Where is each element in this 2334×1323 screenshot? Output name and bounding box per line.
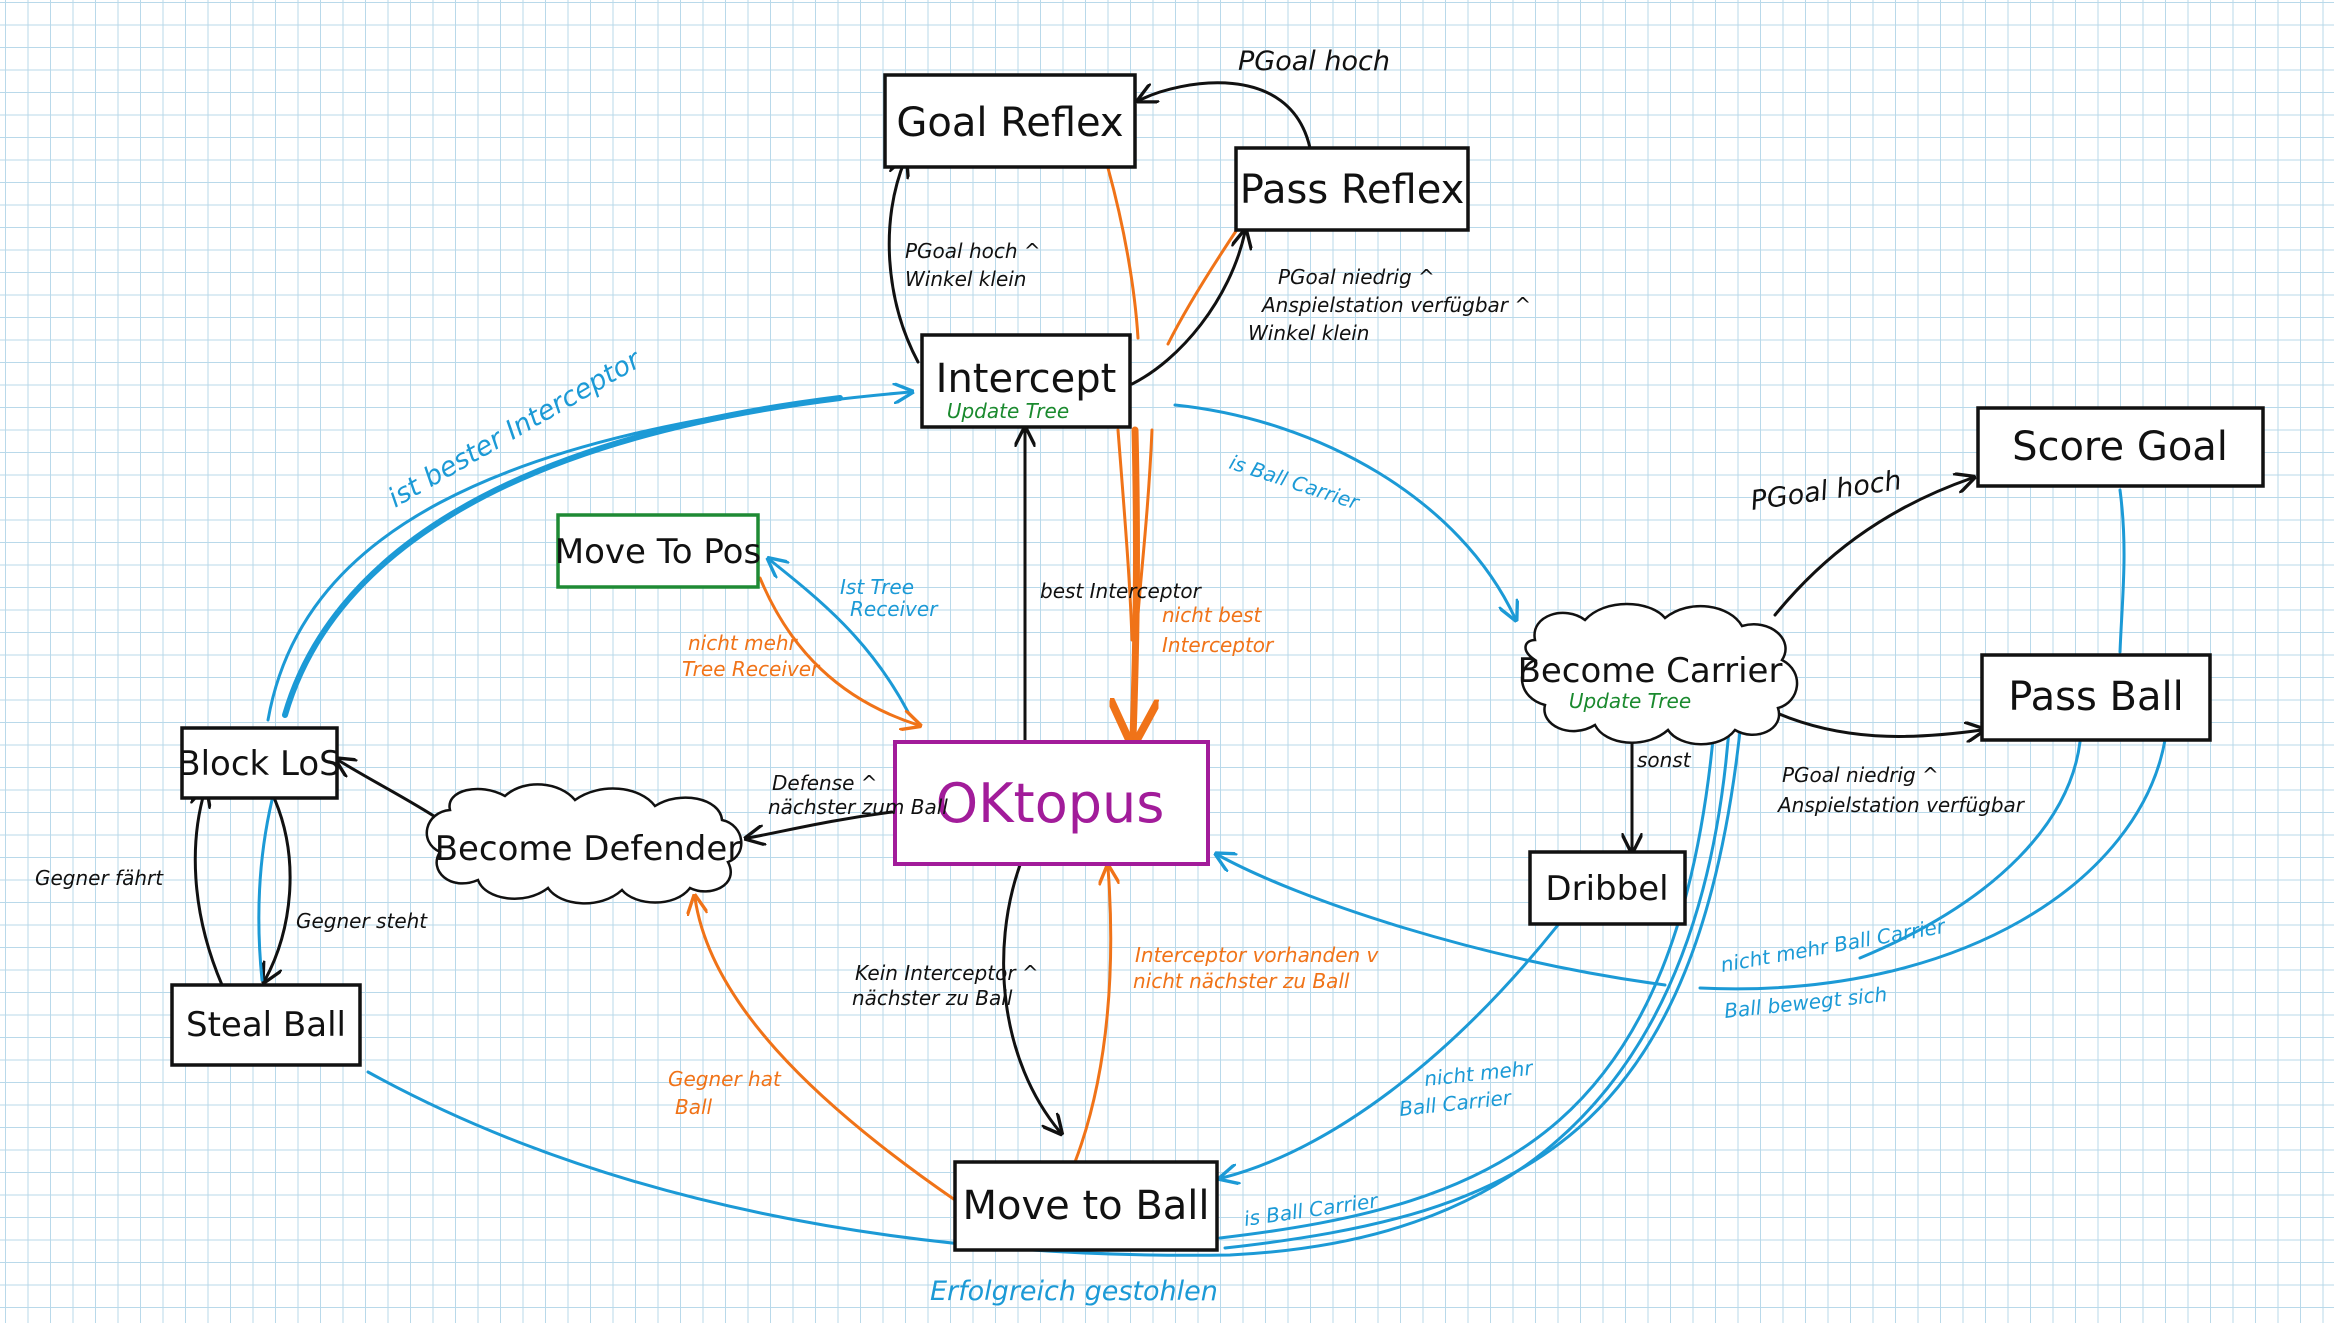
node-steal-ball-label: Steal Ball [186,1005,346,1045]
edge-intercept-passreflex [1130,232,1245,386]
label-p-goal-hoch-top: PGoal hoch [1238,46,1390,77]
label-gegner-steht: Gegner steht [296,909,428,933]
label-nicht-mehr-ball-carrier-right: nicht mehr Ball Carrier [1719,914,1949,977]
label-defense-1: Defense ^ [772,771,878,795]
edge-intercept-oktopus-thin2 [1134,428,1154,642]
label-best-interceptor: best Interceptor [1040,579,1203,603]
edge-intercept-oktopus [1133,426,1136,738]
node-goal-reflex-label: Goal Reflex [896,100,1123,146]
node-goal-reflex: Goal Reflex [883,73,1137,169]
node-score-goal: Score Goal [1976,406,2265,488]
edge-blocklos-stealball [265,798,292,980]
label-p-goal-niedrig-1: PGoal niedrig ^ [1278,265,1435,289]
edge-goalreflex-intercept-orange [1106,166,1140,340]
label-kein-interceptor-1: Kein Interceptor ^ [855,961,1039,985]
edge-intercept-goalreflex [887,160,920,364]
label-p-goal-niedrig-right-2: Anspielstation verfügbar [1776,793,2026,817]
node-pass-ball: Pass Ball [1980,653,2212,742]
node-become-defender-label: Become Defender [435,829,742,869]
label-p-goal-hoch-winkel-2: Winkel klein [905,267,1026,291]
node-pass-reflex: Pass Reflex [1234,146,1470,232]
edge-stealball-becomecarrier [366,715,1730,1257]
label-p-goal-hoch-winkel-1: PGoal hoch ^ [905,239,1041,263]
node-oktopus: OKtopus [893,740,1210,866]
label-gegner-hat-1: Gegner hat [668,1067,782,1091]
label-nicht-best-1: nicht best [1162,603,1263,627]
edge-passball-oktopus-2 [1858,740,2082,960]
label-is-ball-carrier-top: is Ball Carrier [1226,450,1363,515]
edge-stealball-blocklos [195,790,224,987]
edge-becomedefender-blocklos [338,760,442,822]
label-ist-tree-receiver-2: Receiver [850,597,939,621]
node-become-carrier: Become Carrier Update Tree [1518,602,1799,746]
node-score-goal-label: Score Goal [2012,424,2228,470]
edge-intercept-oktopus-thin1 [1116,428,1134,642]
node-become-defender: Become Defender [425,783,743,905]
edge-becomecarrier-passball [1768,708,1982,737]
label-nicht-mehr-ball-carrier-mid-2: Ball Carrier [1398,1085,1514,1121]
label-p-goal-niedrig-3: Winkel klein [1248,321,1369,345]
label-kein-interceptor-2: nächster zu Ball [852,986,1013,1010]
node-pass-reflex-label: Pass Reflex [1240,167,1465,213]
edge-oktopus-movetoball [1002,863,1060,1132]
edge-dribbel-movetoball [1222,923,1560,1178]
label-nicht-best-2: Interceptor [1162,633,1275,657]
edge-movetopos-oktopus [758,576,918,725]
node-dribbel-label: Dribbel [1545,869,1668,909]
edge-becomecarrier-scoregoal [1773,478,1972,617]
edge-scoregoal-passball [2118,488,2126,654]
node-move-to-pos-label: Move To Pos [555,532,761,572]
node-become-carrier-label: Become Carrier [1518,651,1783,691]
node-dribbel: Dribbel [1528,850,1687,926]
label-p-goal-niedrig-2: Anspielstation verfügbar ^ [1260,293,1531,317]
node-move-to-pos: Move To Pos [555,513,761,589]
edge-oktopus-becomedefender [748,810,894,838]
edge-intercept-becomecarrier [1173,403,1515,618]
label-ist-bester-interceptor: ist bester Interceptor [383,343,647,514]
edge-passreflex-goalreflex [1140,81,1312,150]
edge-passball-oktopus [1698,738,2167,991]
node-intercept-sublabel: Update Tree [947,399,1069,423]
node-steal-ball: Steal Ball [170,983,362,1067]
edge-blocklos-intercept-thick [282,395,843,718]
node-pass-ball-label: Pass Ball [2008,674,2183,720]
label-nicht-mehr-tree-2: Tree Receiver [682,657,821,681]
edge-oktopus-movetopos [770,560,910,714]
node-move-to-ball: Move to Ball [953,1160,1219,1252]
label-p-goal-niedrig-right-1: PGoal niedrig ^ [1782,763,1939,787]
label-defense-2: nächster zum Ball [768,795,948,819]
node-block-los-label: Block LoS [177,744,341,784]
node-move-to-ball-label: Move to Ball [962,1183,1209,1229]
edge-becomecarrier-oktopus [1218,855,1667,987]
label-gegner-faehrt: Gegner fährt [35,866,164,890]
edge-movetoball-becomecarrier-2 [1223,710,1744,1250]
node-oktopus-label: OKtopus [936,772,1165,835]
node-become-carrier-sublabel: Update Tree [1569,689,1691,713]
edge-passreflex-intercept-orange [1166,226,1240,346]
label-interceptor-vorhanden-2: nicht nächster zu Ball [1133,969,1350,993]
edge-movetoball-becomedefender [695,898,957,1202]
edge-blocklos-stealball-blue [257,798,274,982]
edge-movetoball-oktopus [1073,868,1111,1164]
label-gegner-hat-2: Ball [675,1095,713,1119]
label-p-goal-hoch-right: PGoal hoch [1749,465,1904,517]
label-erfolgreich-gestohlen: Erfolgreich gestohlen [930,1276,1218,1307]
node-intercept: Intercept Update Tree [920,333,1132,429]
label-nicht-mehr-tree-1: nicht mehr [688,631,799,655]
node-intercept-label: Intercept [936,356,1117,402]
node-block-los: Block LoS [177,726,341,800]
edge-movetoball-becomecarrier [1218,718,1715,1240]
label-sonst: sonst [1637,748,1692,772]
label-ist-tree-receiver-1: Ist Tree [840,575,914,599]
label-interceptor-vorhanden-1: Interceptor vorhanden v [1135,943,1380,967]
label-nicht-mehr-ball-carrier-mid-1: nicht mehr [1423,1056,1535,1091]
